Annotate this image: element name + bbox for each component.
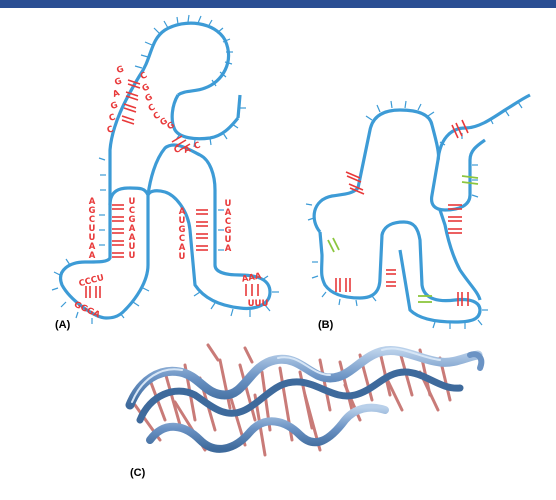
panel-label-c: (C) <box>130 467 146 479</box>
nucleotide-label: G <box>89 206 96 216</box>
nucleotide-label: C <box>89 215 95 225</box>
nucleotide-label: C <box>173 144 182 156</box>
nucleotide-label: U <box>129 242 136 252</box>
nucleotide-label: U <box>89 224 96 234</box>
panel-b-base-pairs <box>335 119 469 306</box>
nucleotide-label: G <box>109 100 119 112</box>
panel-a-ticks <box>51 14 279 324</box>
panel-b-backbone <box>312 108 486 234</box>
panel-label-b: (B) <box>318 319 334 331</box>
nucleotide-label: A <box>183 144 193 156</box>
panel-c-helix-front <box>125 346 483 410</box>
nucleotide-label: C <box>225 217 231 227</box>
nucleotide-label: A <box>225 244 232 254</box>
nucleotide-label: G <box>129 215 136 225</box>
panel-c-3d-ribbon <box>125 343 485 457</box>
nucleotide-label: U <box>129 197 136 207</box>
nucleotide-label: C <box>106 124 115 136</box>
nucleotide-label: G <box>179 225 186 235</box>
nucleotide-label: C <box>193 140 202 152</box>
nucleotide-label: G <box>115 64 125 76</box>
nucleotide-label: A <box>129 233 136 243</box>
nucleotide-label: U <box>129 251 136 261</box>
nucleotide-label: G <box>113 76 123 88</box>
nucleotide-label: AAA <box>241 271 263 284</box>
nucleotide-label: G <box>140 82 151 94</box>
nucleotide-label: G <box>143 92 154 104</box>
panel-c-helix-lower <box>146 403 389 453</box>
nucleotide-label: G <box>225 226 232 236</box>
nucleotide-label: C <box>152 110 162 122</box>
nucleotide-label: A <box>89 251 96 261</box>
nucleotide-label: A <box>179 243 186 253</box>
nucleotide-label: A <box>129 224 136 234</box>
nucleotide-label: C <box>179 234 185 244</box>
panel-a-backbone-tail <box>236 94 242 119</box>
nucleotide-label: C <box>147 102 157 114</box>
header-bar <box>0 0 556 8</box>
nucleotide-label: G <box>165 120 176 132</box>
nucleotide-label: U <box>225 235 232 245</box>
nucleotide-label: C <box>139 70 149 82</box>
panel-a-backbone-upper <box>108 21 231 205</box>
panel-c-tail <box>467 351 485 371</box>
nucleotide-label: UUU <box>248 299 269 309</box>
nucleotide-label: U <box>179 252 186 262</box>
nucleotide-label: C <box>129 206 135 216</box>
panel-c-helix-highlight <box>131 347 441 403</box>
nucleotide-label: A <box>89 242 96 252</box>
panel-c-helix-back <box>136 368 464 424</box>
nucleotide-label: U <box>225 199 232 209</box>
panel-label-a: (A) <box>55 319 71 331</box>
nucleotide-label: U <box>89 233 96 243</box>
panel-a-backbone <box>59 186 150 320</box>
nucleotide-label: G <box>158 116 169 128</box>
nucleotide-label: A <box>179 207 186 217</box>
nucleotide-label: A <box>225 208 232 218</box>
nucleotide-label: U <box>179 216 186 226</box>
panel-b-tertiary-structure <box>305 93 531 329</box>
panel-b-backbone-right <box>436 93 531 301</box>
nucleotide-label: A <box>112 88 122 100</box>
nucleotide-label: CCCU <box>78 273 105 289</box>
panel-a-base-pairs <box>85 79 259 298</box>
panel-b-backbone-lower <box>318 220 482 324</box>
panel-b-ticks <box>305 100 523 329</box>
nucleotide-label: A <box>89 197 96 207</box>
nucleotide-label: C <box>108 112 117 124</box>
panel-b-tertiary-interactions <box>327 175 479 303</box>
